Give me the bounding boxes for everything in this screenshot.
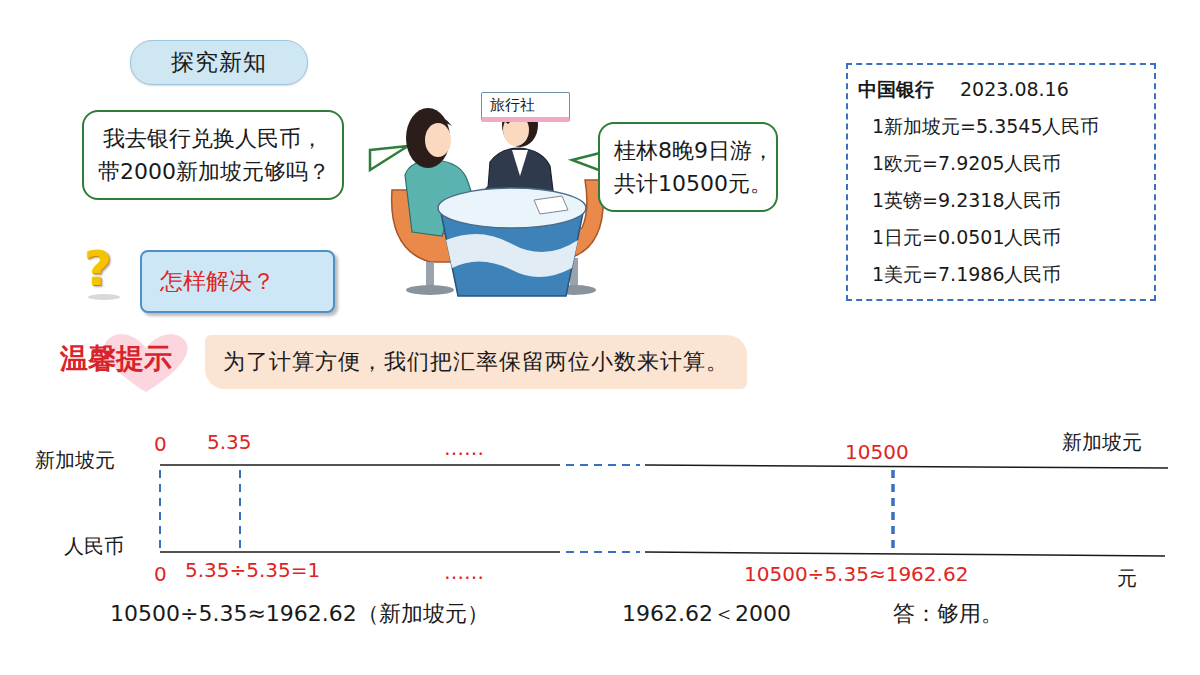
question-icon: ?	[84, 240, 112, 298]
equation: 10500÷5.35≈1962.62（新加坡元）	[110, 601, 489, 627]
speech-bubble: 我去银行兑换人民币， 带2000新加坡元够吗？	[82, 110, 344, 200]
rate-line: 1欧元=7.9205人民币	[858, 145, 1144, 182]
bank-name: 中国银行	[858, 71, 934, 108]
tip-logo: 温馨提示	[60, 342, 172, 376]
section-tag: 探究新知	[130, 40, 308, 85]
rate-line: 1新加坡元=5.3545人民币	[858, 108, 1144, 145]
round-table	[438, 188, 586, 296]
node-text: 探究新知	[171, 47, 267, 78]
axis-unit: 元	[1117, 566, 1137, 590]
tick-value: 0	[154, 562, 167, 586]
node-text: 桂林8晚9日游， 共计10500元。	[614, 134, 762, 200]
number-line	[160, 465, 1168, 556]
agency-sign: 旅行社	[481, 92, 570, 122]
node-text: 为了计算方便，我们把汇率保留两位小数来计算。	[223, 347, 729, 377]
tick-value: 5.35	[207, 430, 252, 454]
axis-name: 新加坡元	[35, 448, 115, 472]
node-text: 怎样解决？	[160, 266, 315, 297]
axis-name: 人民币	[64, 534, 124, 558]
ellipsis: ……	[444, 436, 484, 460]
rate-line: 1美元=7.1986人民币	[858, 256, 1144, 293]
tick-value: 10500	[845, 440, 909, 464]
answer: 答：够用。	[893, 601, 1003, 627]
tip-banner: 为了计算方便，我们把汇率保留两位小数来计算。	[205, 335, 747, 389]
node-text: 旅行社	[490, 96, 535, 115]
tick-value: 5.35÷5.35=1	[185, 558, 320, 582]
axis-unit: 新加坡元	[1062, 430, 1142, 454]
tick-value: 0	[154, 432, 167, 456]
comparison: 1962.62＜2000	[622, 601, 791, 627]
exchange-rate-box: 中国银行 2023.08.161新加坡元=5.3545人民币1欧元=7.9205人…	[846, 63, 1156, 301]
tick-value: 10500÷5.35≈1962.62	[744, 562, 968, 586]
date-text: 2023.08.16	[960, 71, 1069, 108]
speech-bubble: 桂林8晚9日游， 共计10500元。	[598, 122, 778, 212]
ellipsis: ……	[444, 560, 484, 584]
rate-line: 1日元=0.0501人民币	[858, 219, 1144, 256]
bubble-tail	[370, 146, 408, 170]
dashed-guide	[160, 465, 893, 552]
node-text: 我去银行兑换人民币， 带2000新加坡元够吗？	[98, 122, 328, 188]
question-box: 怎样解决？	[140, 250, 335, 313]
rate-line: 1英镑=9.2318人民币	[858, 182, 1144, 219]
